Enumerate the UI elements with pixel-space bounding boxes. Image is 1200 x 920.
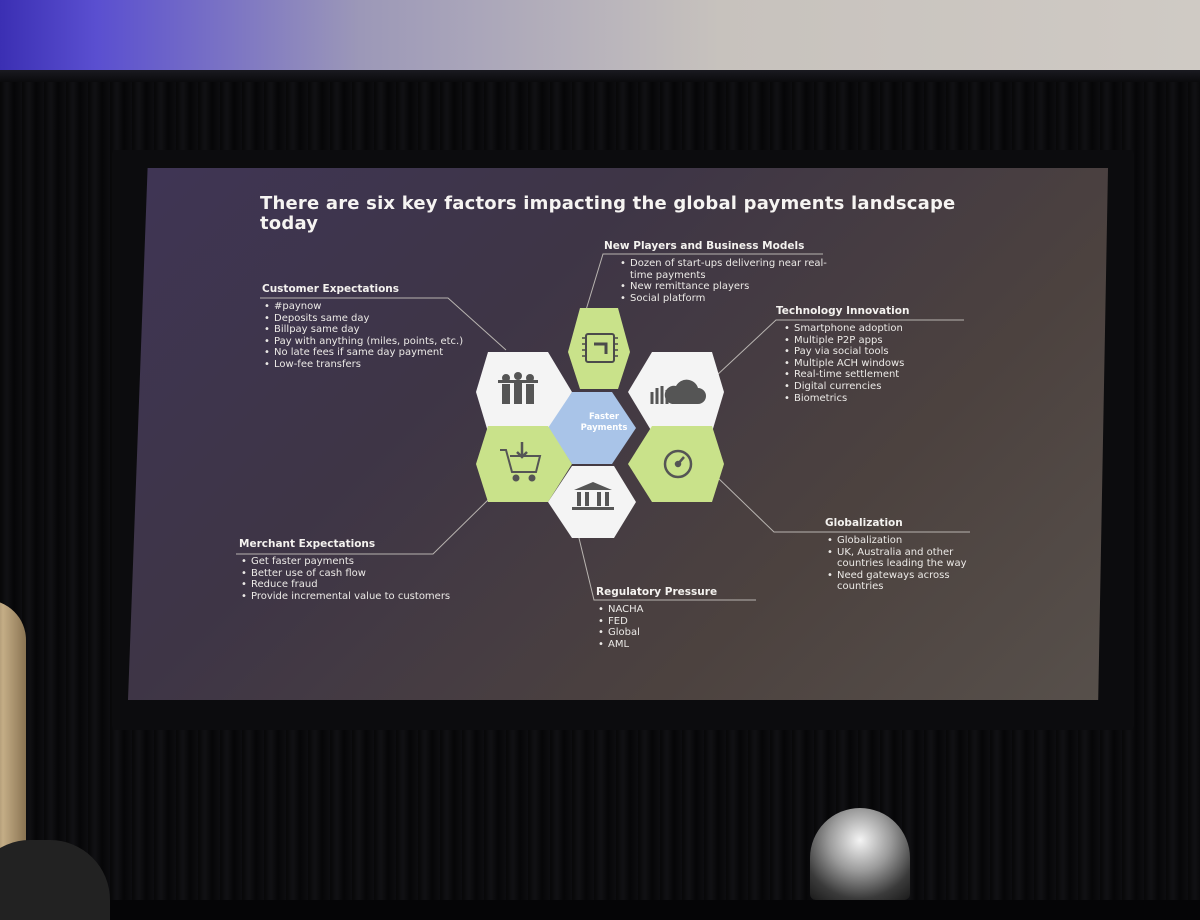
factor-merchant: Merchant Expectations Get faster payment… xyxy=(239,538,450,602)
list-item: AML xyxy=(596,639,717,651)
list-item: Biometrics xyxy=(782,393,909,405)
list-item: Billpay same day xyxy=(262,324,463,336)
factor-heading: Merchant Expectations xyxy=(239,538,450,552)
factor-list: Dozen of start-ups delivering near real-… xyxy=(618,258,830,304)
factor-new-players: New Players and Business Models Dozen of… xyxy=(604,240,830,304)
hex-new-players xyxy=(568,308,630,389)
list-item: Get faster payments xyxy=(239,556,450,568)
factor-heading: Customer Expectations xyxy=(262,283,463,297)
factor-technology: Technology Innovation Smartphone adoptio… xyxy=(776,305,909,404)
list-item: Deposits same day xyxy=(262,313,463,325)
factor-heading: Technology Innovation xyxy=(776,305,909,319)
factor-list: Smartphone adoption Multiple P2P apps Pa… xyxy=(782,323,909,404)
factor-list: #paynow Deposits same day Billpay same d… xyxy=(262,301,463,371)
list-item: New remittance players xyxy=(618,281,830,293)
list-item: Provide incremental value to customers xyxy=(239,591,450,603)
people-icon xyxy=(498,372,538,404)
list-item: NACHA xyxy=(596,604,717,616)
factor-list: NACHA FED Global AML xyxy=(596,604,717,650)
factor-heading: New Players and Business Models xyxy=(604,240,830,254)
list-item: Social platform xyxy=(618,293,830,305)
list-item: Real-time settlement xyxy=(782,369,909,381)
list-item: Globalization xyxy=(825,535,997,547)
list-item: UK, Australia and other countries leadin… xyxy=(825,547,997,570)
factor-heading: Globalization xyxy=(825,517,997,531)
list-item: No late fees if same day payment xyxy=(262,347,463,359)
list-item: Smartphone adoption xyxy=(782,323,909,335)
list-item: #paynow xyxy=(262,301,463,313)
list-item: Global xyxy=(596,627,717,639)
list-item: Multiple ACH windows xyxy=(782,358,909,370)
list-item: Reduce fraud xyxy=(239,579,450,591)
list-item: Better use of cash flow xyxy=(239,568,450,580)
factor-heading: Regulatory Pressure xyxy=(596,586,717,600)
factor-list: Globalization UK, Australia and other co… xyxy=(825,535,997,593)
list-item: Need gateways across countries xyxy=(825,570,987,593)
list-item: Digital currencies xyxy=(782,381,909,393)
factor-customer: Customer Expectations #paynow Deposits s… xyxy=(262,283,463,371)
list-item: Low-fee transfers xyxy=(262,359,463,371)
list-item: FED xyxy=(596,616,717,628)
list-item: Multiple P2P apps xyxy=(782,335,909,347)
factor-globalization: Globalization Globalization UK, Australi… xyxy=(825,517,997,593)
factor-list: Get faster payments Better use of cash f… xyxy=(239,556,450,602)
factor-regulatory: Regulatory Pressure NACHA FED Global AML xyxy=(596,586,717,650)
presentation-slide: There are six key factors impacting the … xyxy=(128,168,1108,700)
list-item: Dozen of start-ups delivering near real-… xyxy=(618,258,830,281)
stage-spotlight xyxy=(810,808,910,900)
center-label: Faster Payments xyxy=(566,412,642,434)
list-item: Pay with anything (miles, points, etc.) xyxy=(262,336,463,348)
list-item: Pay via social tools xyxy=(782,346,909,358)
